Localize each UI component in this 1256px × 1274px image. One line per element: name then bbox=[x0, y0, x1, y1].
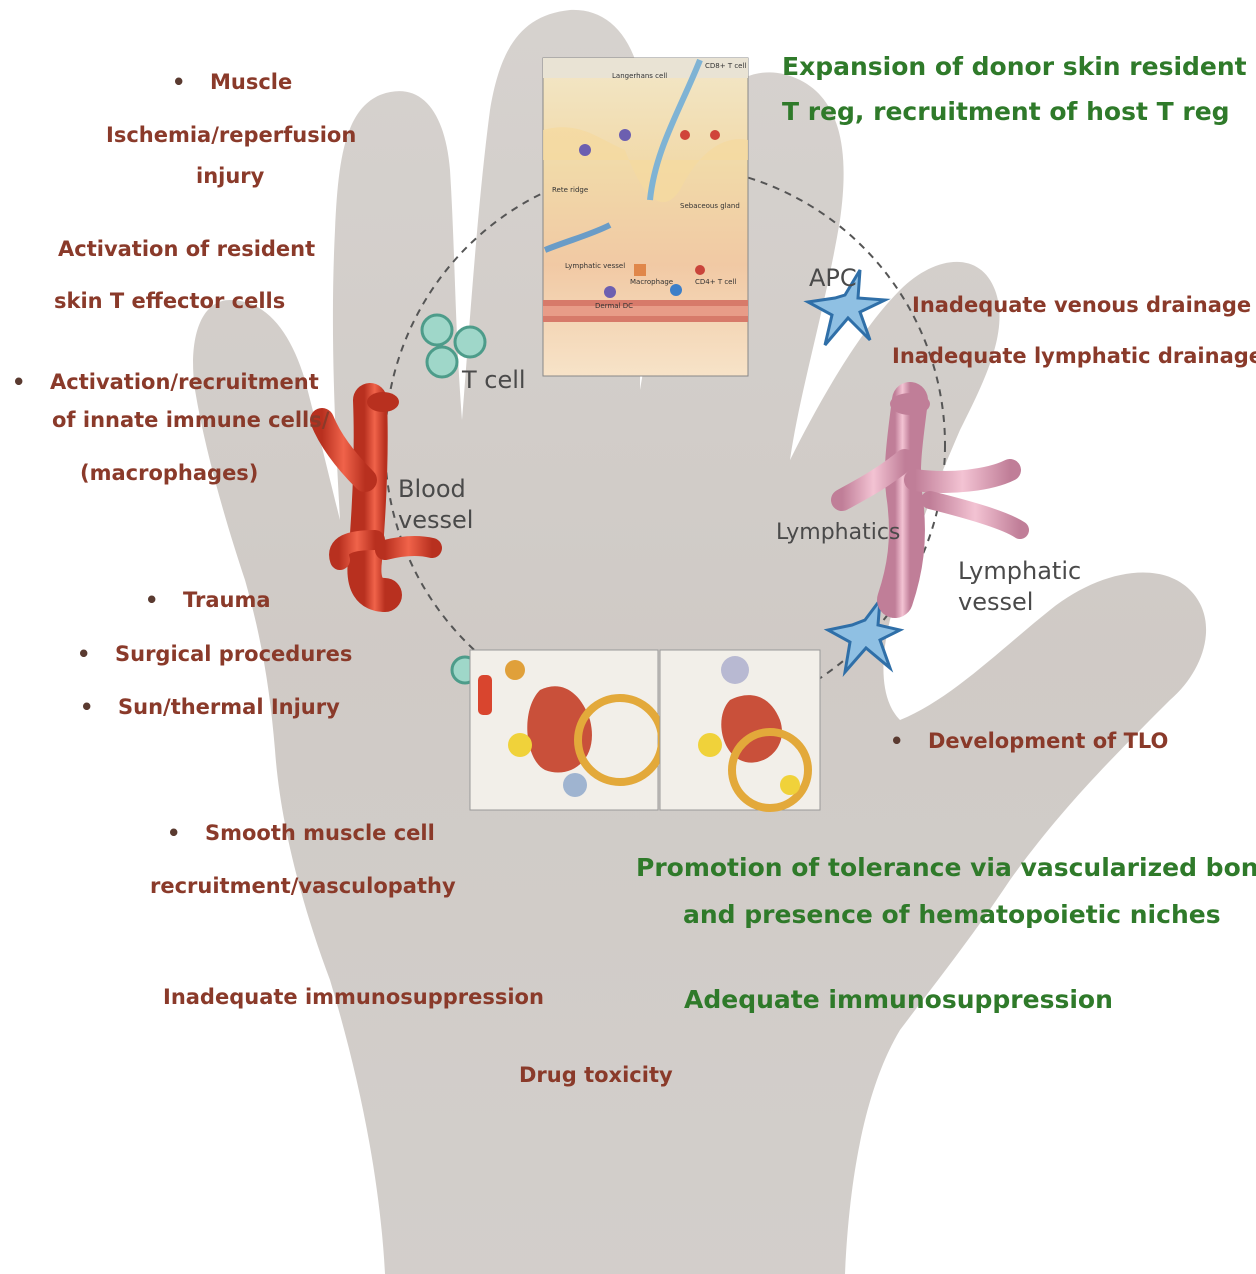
label-ischemia-line1: Ischemia/reperfusion bbox=[106, 122, 356, 148]
label-lymphatic-drainage: Inadequate lymphatic drainage bbox=[892, 343, 1256, 369]
label-promotion-line1: Promotion of tolerance via vascularized … bbox=[636, 852, 1256, 883]
label-smooth-muscle-line1: Smooth muscle cell bbox=[205, 820, 435, 846]
label-activation-resident-line1: Activation of resident bbox=[58, 236, 315, 262]
label-venous-drainage: Inadequate venous drainage bbox=[912, 292, 1251, 318]
skin-inset: Langerhans cell CD8+ T cell Rete ridge S… bbox=[543, 58, 748, 376]
label-expansion-line2: T reg, recruitment of host T reg bbox=[782, 96, 1230, 127]
label-trauma: Trauma bbox=[183, 587, 271, 613]
lymphatics-label: Lymphatics bbox=[776, 520, 900, 546]
inset-label-macrophage: Macrophage bbox=[630, 278, 673, 286]
label-ischemia-line2: injury bbox=[196, 163, 264, 189]
label-drug-toxicity: Drug toxicity bbox=[519, 1062, 673, 1088]
inset-label-cd4: CD4+ T cell bbox=[695, 278, 736, 286]
tlo-inset-right bbox=[660, 650, 820, 810]
inset-label-sebaceous: Sebaceous gland bbox=[680, 202, 740, 210]
label-sun-thermal: Sun/thermal Injury bbox=[118, 694, 340, 720]
inset-label-rete: Rete ridge bbox=[552, 186, 588, 194]
label-tlo: Development of TLO bbox=[928, 728, 1168, 754]
inset-label-langerhans: Langerhans cell bbox=[612, 72, 667, 80]
inset-label-dermal-dc: Dermal DC bbox=[595, 302, 633, 310]
label-muscle: Muscle bbox=[210, 69, 292, 95]
label-surgical: Surgical procedures bbox=[115, 641, 352, 667]
blood-vessel-label-line1: Blood bbox=[398, 475, 466, 504]
blood-vessel-label-line2: vessel bbox=[398, 506, 473, 535]
inset-label-cd8: CD8+ T cell bbox=[705, 62, 746, 70]
t-cell-label: T cell bbox=[462, 366, 526, 395]
label-expansion-line1: Expansion of donor skin resident bbox=[782, 51, 1247, 82]
label-promotion-line2: and presence of hematopoietic niches bbox=[683, 899, 1221, 930]
label-innate-line1: Activation/recruitment bbox=[50, 369, 319, 395]
tlo-inset-left bbox=[470, 650, 662, 810]
lymphatic-vessel-label-line1: Lymphatic bbox=[958, 557, 1081, 586]
label-activation-resident-line2: skin T effector cells bbox=[54, 288, 285, 314]
label-inadequate-immunosuppression: Inadequate immunosuppression bbox=[163, 984, 544, 1010]
label-adequate-immunosuppression: Adequate immunosuppression bbox=[684, 984, 1113, 1015]
inset-label-lymphatic: Lymphatic vessel bbox=[565, 262, 625, 270]
label-innate-line3: (macrophages) bbox=[80, 460, 258, 486]
lymphatic-vessel-label-line2: vessel bbox=[958, 588, 1033, 617]
label-innate-line2: of innate immune cells/ bbox=[52, 407, 329, 433]
apc-label: APC bbox=[809, 264, 857, 293]
label-smooth-muscle-line2: recruitment/vasculopathy bbox=[150, 873, 456, 899]
